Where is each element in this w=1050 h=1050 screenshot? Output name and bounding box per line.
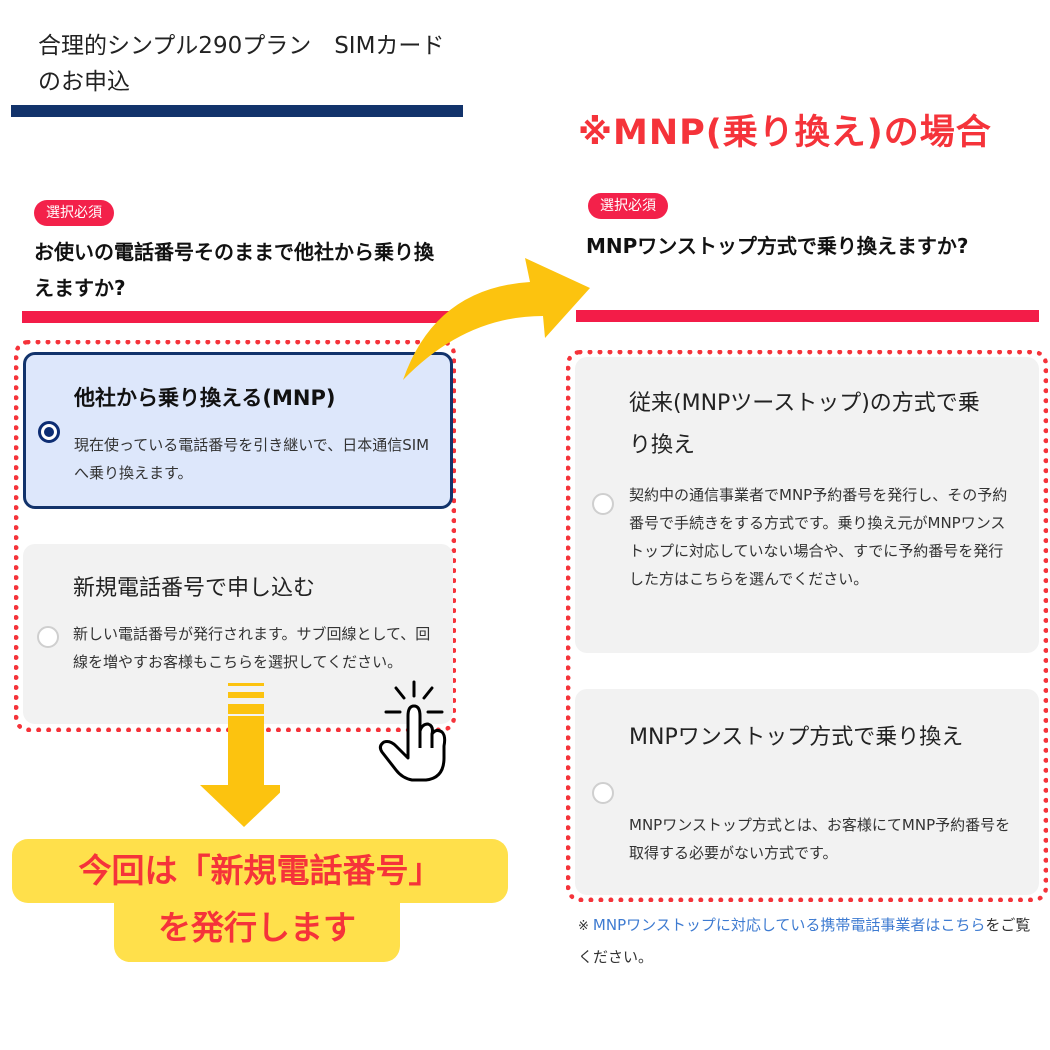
note-mark: ※ bbox=[578, 919, 589, 934]
callout-line-1: 今回は「新規電話番号」 bbox=[12, 839, 508, 903]
option-title: 他社から乗り換える(MNP) bbox=[74, 386, 336, 410]
question-title: お使いの電話番号そのままで他社から乗り換えますか? bbox=[34, 240, 434, 300]
option-description: 新しい電話番号が発行されます。サブ回線として、回線を増やすお客様もこちらを選択し… bbox=[73, 625, 431, 671]
option-two-stop[interactable]: 従来(MNPツーストップ)の方式で乗り換え 契約中の通信事業者でMNP予約番号を… bbox=[575, 357, 1039, 653]
radio-unselected-icon[interactable] bbox=[37, 626, 59, 648]
plan-title: 合理的シンプル290プラン SIMカードのお申込 bbox=[38, 33, 445, 95]
mnp-case-heading: ※MNP(乗り換え)の場合 bbox=[578, 113, 992, 153]
option-description: 現在使っている電話番号を引き継いで、日本通信SIMへ乗り換えます。 bbox=[74, 436, 430, 482]
radio-unselected-icon[interactable] bbox=[592, 782, 614, 804]
required-badge-label: 選択必須 bbox=[34, 200, 114, 226]
required-badge-label: 選択必須 bbox=[588, 193, 668, 219]
down-arrow-icon bbox=[200, 683, 280, 827]
question-divider bbox=[22, 311, 452, 323]
required-badge-right: 選択必須 bbox=[588, 193, 668, 219]
option-title: MNPワンストップ方式で乗り換え bbox=[629, 725, 964, 750]
question-title-right: MNPワンストップ方式で乗り換えますか? bbox=[586, 234, 969, 258]
header-divider bbox=[11, 105, 463, 117]
option-description: MNPワンストップ方式とは、お客様にてMNP予約番号を取得する必要がない方式です… bbox=[629, 816, 1011, 862]
option-title: 従来(MNPツーストップ)の方式で乗り換え bbox=[629, 391, 980, 458]
carrier-note: ※MNPワンストップに対応している携帯電話事業者はこちらをご覧ください。 bbox=[578, 910, 1038, 972]
radio-selected-icon[interactable] bbox=[38, 421, 60, 443]
option-one-stop[interactable]: MNPワンストップ方式で乗り換え MNPワンストップ方式とは、お客様にてMNP予… bbox=[575, 689, 1039, 895]
tap-hand-icon bbox=[378, 680, 447, 782]
highlight-frame-right bbox=[566, 350, 1048, 902]
option-description: 契約中の通信事業者でMNP予約番号を発行し、その予約番号で手続きをする方式です。… bbox=[629, 486, 1008, 588]
carrier-list-link[interactable]: MNPワンストップに対応している携帯電話事業者はこちら bbox=[592, 916, 986, 934]
question-divider-right bbox=[576, 310, 1039, 322]
callout-line-2: を発行します bbox=[114, 898, 400, 962]
required-badge: 選択必須 bbox=[34, 200, 114, 226]
curved-arrow-icon bbox=[403, 258, 590, 380]
option-title: 新規電話番号で申し込む bbox=[73, 576, 316, 601]
option-mnp-transfer[interactable]: 他社から乗り換える(MNP) 現在使っている電話番号を引き継いで、日本通信SIM… bbox=[23, 352, 453, 509]
note-text: をご覧ください。 bbox=[578, 916, 1031, 966]
radio-unselected-icon[interactable] bbox=[592, 493, 614, 515]
